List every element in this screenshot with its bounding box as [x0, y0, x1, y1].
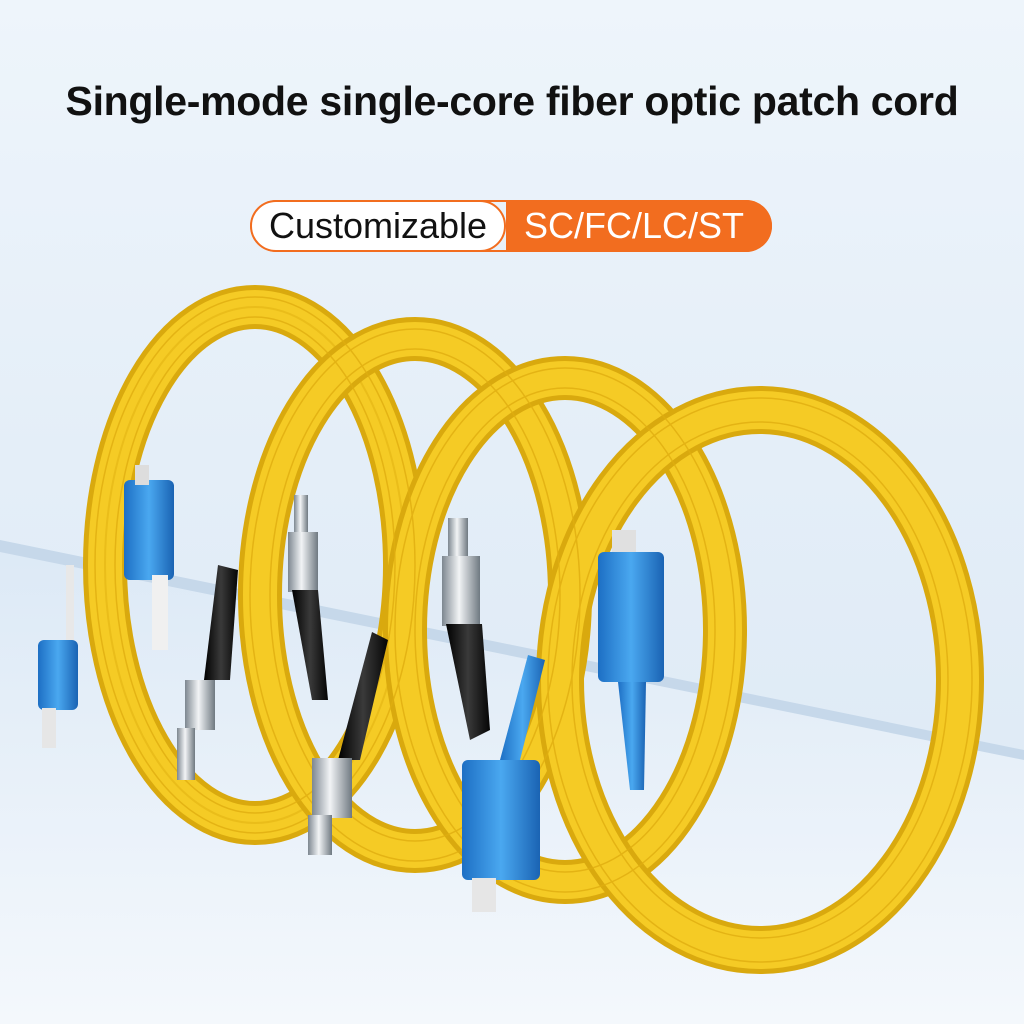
- lc-connector-1: [38, 565, 78, 748]
- st-connector-1: [177, 565, 238, 780]
- fc-connector-1: [308, 632, 388, 855]
- sc-connector-2: [598, 530, 664, 790]
- cable-coil-3: [383, 356, 747, 904]
- cable-strand-lines: [94, 296, 973, 963]
- badge-customizable-label: Customizable: [250, 200, 506, 252]
- sc-connector-1: [462, 655, 545, 912]
- page-title: Single-mode single-core fiber optic patc…: [65, 78, 959, 124]
- connector-badge: Customizable SC/FC/LC/ST: [250, 200, 772, 252]
- product-photo: [0, 285, 1024, 1024]
- cable-coil-4: [536, 386, 984, 974]
- st-connector-2: [288, 495, 328, 700]
- badge-connector-types: SC/FC/LC/ST: [506, 200, 772, 252]
- fc-connector-2: [442, 518, 490, 740]
- lc-connector-2: [124, 465, 174, 650]
